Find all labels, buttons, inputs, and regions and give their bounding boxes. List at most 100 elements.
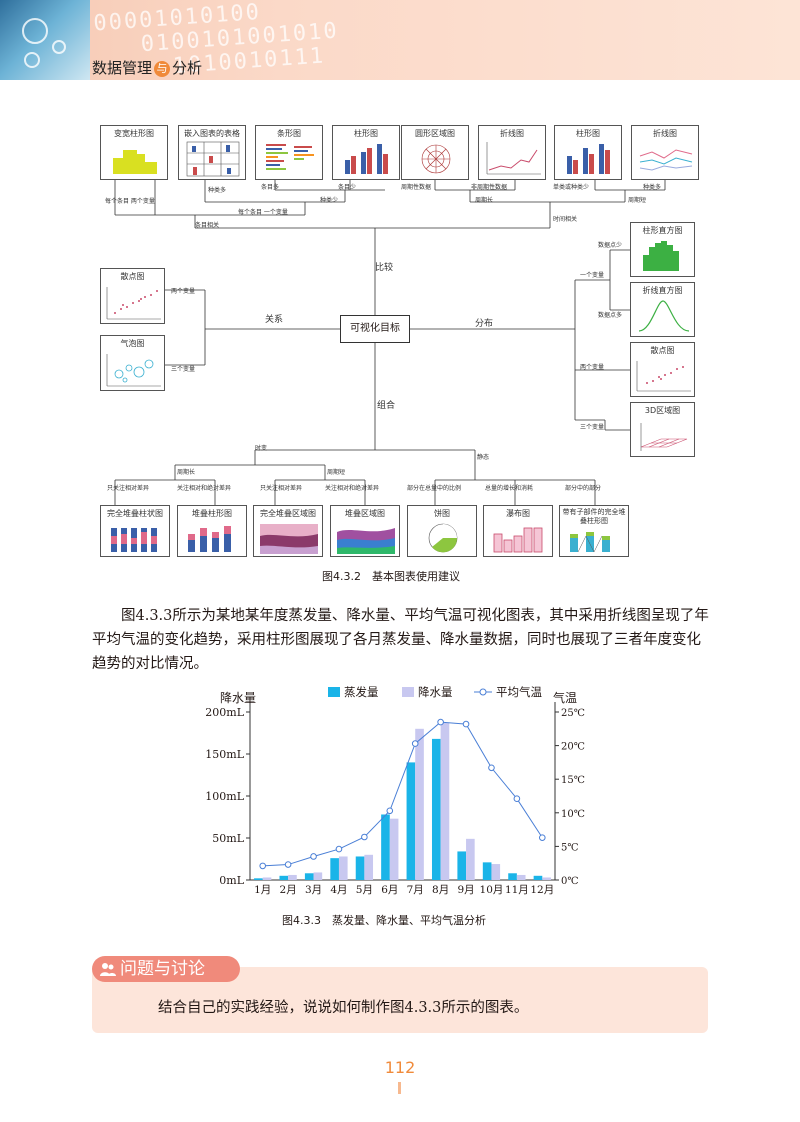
temperature-point bbox=[310, 853, 317, 860]
x-tick-label: 7月 bbox=[407, 884, 424, 896]
scatter-icon-right bbox=[636, 361, 691, 392]
flow-label: 一个变量 bbox=[580, 272, 605, 279]
flow-label: 周期短 bbox=[628, 197, 647, 204]
flow-box-line-chart-2: 折线图 bbox=[631, 125, 699, 180]
chapter-title-right: 分析 bbox=[172, 59, 203, 77]
flow-box-histogram: 柱形直方图 bbox=[630, 222, 695, 277]
flow-box-3d-area: 3D区域图 bbox=[630, 402, 695, 457]
bar-降水量 bbox=[466, 838, 475, 880]
flow-box-full-stacked-with-subparts: 带有子部件的完全堆叠柱形图 bbox=[559, 505, 629, 557]
bar-蒸发量 bbox=[482, 862, 492, 880]
x-tick-label: 12月 bbox=[530, 884, 554, 896]
chapter-title: 数据管理与分析 bbox=[92, 57, 202, 78]
bar-蒸发量 bbox=[304, 873, 314, 880]
right-tick-label: 25℃ bbox=[561, 708, 585, 719]
flow-box-line-chart: 折线图 bbox=[478, 125, 546, 180]
bar-蒸发量 bbox=[508, 873, 517, 880]
column-chart-icon-2 bbox=[567, 144, 610, 174]
temperature-line bbox=[262, 721, 543, 867]
bar-蒸发量 bbox=[533, 875, 543, 880]
branch-relation-label: 关系 bbox=[265, 315, 284, 325]
flow-label: 周期短 bbox=[327, 469, 346, 476]
x-tick-label: 10月 bbox=[480, 884, 504, 896]
flow-box-scatter-right: 散点图 bbox=[630, 342, 695, 397]
left-tick-label: 0mL bbox=[219, 874, 244, 887]
temperature-point bbox=[386, 807, 394, 815]
flow-label: 时变 bbox=[255, 445, 268, 452]
figure-caption-4-3-2: 图4.3.2 基本图表使用建议 bbox=[322, 570, 460, 583]
right-tick-label: 20℃ bbox=[561, 742, 585, 753]
flow-box-embedded-table: 嵌入图表的表格 bbox=[178, 125, 246, 180]
flow-label: 关注相对和绝对差异 bbox=[177, 485, 232, 492]
flow-label: 种类少 bbox=[320, 197, 339, 204]
flow-box-column-chart-2: 柱形图 bbox=[554, 125, 622, 180]
flow-box-full-stacked-column: 完全堆叠柱状图 bbox=[100, 505, 170, 557]
flow-box-bar-chart: 条形图 bbox=[255, 125, 323, 180]
figure-caption-4-3-3: 图4.3.3 蒸发量、降水量、平均气温分析 bbox=[282, 914, 486, 927]
flow-label: 数据点多 bbox=[598, 312, 623, 319]
discussion-title: 问题与讨论 bbox=[92, 956, 240, 982]
right-axis-title: 气温 bbox=[553, 690, 577, 705]
people-icon bbox=[100, 963, 116, 976]
legend-label: 降水量 bbox=[418, 685, 453, 699]
bar-降水量 bbox=[364, 854, 374, 880]
bar-蒸发量 bbox=[330, 858, 339, 880]
bar-蒸发量 bbox=[406, 762, 416, 880]
chapter-title-left: 数据管理 bbox=[92, 59, 153, 77]
flow-label: 种类多 bbox=[643, 184, 662, 191]
flow-label: 每个条目 两个变量 bbox=[105, 198, 155, 205]
bubble-icon bbox=[106, 354, 161, 387]
right-tick-label: 15℃ bbox=[561, 775, 585, 786]
chapter-title-amp: 与 bbox=[154, 61, 171, 77]
x-tick-label: 4月 bbox=[330, 884, 347, 896]
full-stacked-column-icon bbox=[111, 528, 157, 552]
bar-chart-icon bbox=[266, 144, 314, 170]
right-tick-label: 5℃ bbox=[561, 842, 579, 853]
bar-降水量 bbox=[313, 872, 323, 880]
flow-label: 三个变量 bbox=[171, 366, 196, 373]
variable-width-column-icon bbox=[113, 150, 157, 174]
bar-降水量 bbox=[516, 874, 526, 880]
flow-label: 周期性数据 bbox=[401, 184, 432, 191]
bar-蒸发量 bbox=[355, 856, 365, 880]
flow-label: 周期长 bbox=[177, 469, 196, 476]
temperature-point bbox=[259, 862, 267, 870]
temperature-point bbox=[538, 834, 546, 841]
branch-compare-label: 比较 bbox=[375, 263, 394, 273]
flow-box-variable-width-column: 变宽柱形图 bbox=[100, 125, 168, 180]
scatter-icon bbox=[106, 287, 161, 320]
bar-降水量 bbox=[542, 877, 551, 880]
paragraph-text: 图4.3.3所示为某地某年度蒸发量、降水量、平均气温可视化图表，其中采用折线图呈… bbox=[92, 608, 709, 672]
x-tick-label: 6月 bbox=[381, 884, 398, 896]
right-tick-label: 10℃ bbox=[561, 809, 585, 820]
line-chart-icon bbox=[486, 142, 541, 175]
flow-label: 种类多 bbox=[208, 187, 227, 194]
flow-label: 总量的增长和消耗 bbox=[485, 485, 534, 492]
bar-降水量 bbox=[262, 877, 272, 880]
temperature-point bbox=[284, 861, 292, 868]
temperature-point bbox=[335, 845, 343, 853]
legend-label: 蒸发量 bbox=[344, 685, 379, 699]
discussion-text: 结合自己的实践经验，说说如何制作图4.3.3所示的图表。 bbox=[158, 1000, 529, 1016]
x-tick-label: 2月 bbox=[280, 884, 297, 896]
right-tick-label: 0℃ bbox=[561, 876, 579, 887]
visualization-goal-box: 可视化目标 bbox=[340, 315, 410, 343]
full-stacked-with-subparts-icon bbox=[570, 532, 610, 553]
line-histogram-icon bbox=[638, 300, 690, 332]
header-photo bbox=[0, 0, 90, 80]
flow-box-scatter: 散点图 bbox=[100, 268, 165, 324]
flow-box-stacked-area: 堆叠区域图 bbox=[330, 505, 400, 557]
flow-label: 条目少 bbox=[338, 184, 357, 191]
legend-swatch-降水量 bbox=[402, 687, 414, 697]
flow-box-full-stacked-area: 完全堆叠区域图 bbox=[253, 505, 323, 557]
flow-label: 两个变量 bbox=[580, 364, 605, 371]
legend-label: 平均气温 bbox=[496, 685, 542, 699]
radar-chart-icon bbox=[421, 144, 451, 174]
bar-降水量 bbox=[288, 874, 297, 880]
histogram-icon bbox=[643, 241, 679, 271]
branch-distribution-label: 分布 bbox=[475, 319, 494, 329]
flow-label: 三个变量 bbox=[580, 424, 605, 431]
left-tick-label: 100mL bbox=[205, 790, 244, 803]
flow-label: 静态 bbox=[477, 454, 490, 461]
page-header: 00001010100 0100101001010 1010010111 数据管… bbox=[0, 0, 800, 80]
